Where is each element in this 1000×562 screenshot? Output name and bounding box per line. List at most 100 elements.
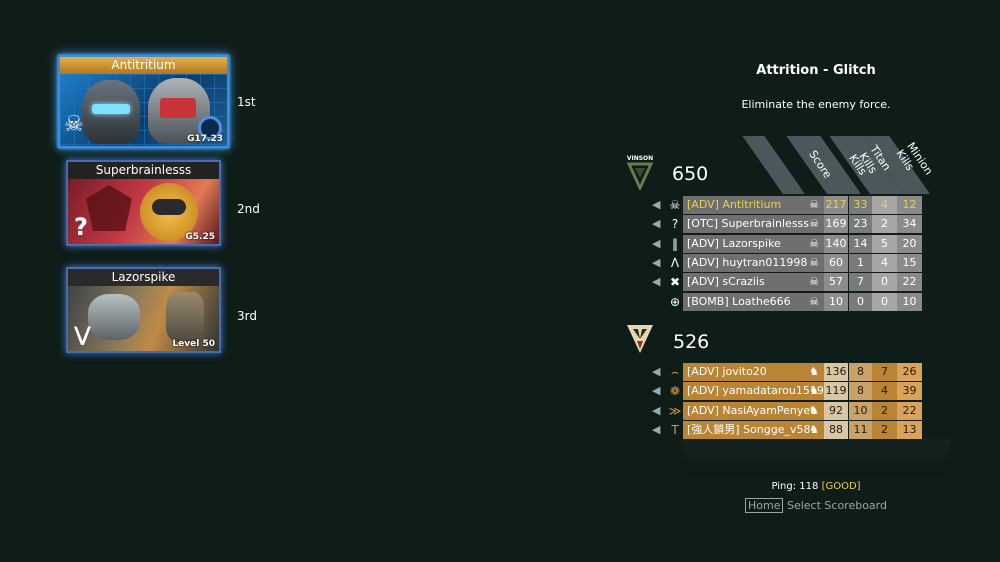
player-name: [ADV] Antitritium (683, 196, 824, 214)
podium-name-3: Lazorspike (68, 269, 219, 286)
minion-kills-cell: 22 (897, 401, 922, 420)
claw-icon: ‖ (672, 236, 678, 251)
team1-logo-text: VINSON (626, 155, 654, 162)
score-cell: 57 (824, 273, 848, 292)
team2-score: 526 (673, 331, 710, 353)
chevron-icon: Λ (670, 255, 680, 270)
demon-emblem-icon (86, 185, 132, 231)
skull-icon: ☠ (809, 217, 819, 231)
podium-name-1: Antitritium (60, 57, 227, 74)
speaker-icon: ◀ (652, 255, 661, 269)
skull-icon: ☠ (809, 255, 819, 269)
score-cell: 140 (824, 234, 848, 253)
speaker-icon (652, 295, 665, 309)
player-name: [OTC] Superbrainlesss (683, 215, 824, 234)
hammer-icon: T (671, 422, 679, 437)
podium-tag-3: Level 50 (172, 339, 215, 349)
question-icon: ? (671, 217, 679, 232)
score-cell: 60 (824, 253, 848, 272)
pilot-icon: ♞ (809, 384, 819, 398)
minion-kills-cell: 12 (897, 196, 922, 214)
match-objective: Eliminate the enemy force. (741, 98, 891, 111)
player-name: [ADV] NasiAyamPenyet (683, 401, 824, 420)
speaker-icon: ◀ (652, 217, 661, 231)
rank-2nd: 2nd (237, 202, 260, 216)
titan-kills-cell: 4 (872, 196, 897, 214)
minion-kills-cell: 26 (897, 363, 922, 381)
kills-cell: 8 (849, 363, 872, 381)
titan-kills-cell: 4 (872, 253, 897, 272)
titan-right (166, 292, 204, 342)
ping-readout: Ping: 118 [GOOD] (640, 481, 992, 492)
podium-tag-2: G5.25 (185, 232, 215, 242)
titan-kills-cell: 5 (872, 234, 897, 253)
visor-left (92, 104, 130, 114)
skull-icon: ☠ (809, 275, 819, 289)
x-wings-icon: ✖ (669, 275, 681, 290)
speaker-icon: ◀ (652, 365, 661, 378)
podium-name-2: Superbrainlesss (68, 162, 219, 179)
player-name: [ADV] jovito20 (683, 363, 824, 381)
kills-cell: 1 (849, 253, 872, 272)
player-name: [BOMB] Loathe666 (683, 292, 824, 311)
minion-kills-cell: 22 (897, 273, 922, 292)
speaker-icon: ◀ (652, 275, 661, 289)
titan-kills-cell: 2 (872, 401, 897, 420)
ping-value: 118 (799, 481, 819, 492)
score-cell: 92 (824, 401, 848, 420)
titan-kills-cell: 0 (872, 273, 897, 292)
team1-chevron-icon (626, 162, 654, 190)
pilot-icon: ♞ (809, 422, 819, 436)
cartoon-goggles (152, 199, 186, 215)
kills-cell: 11 (849, 420, 872, 439)
score-cell: 119 (824, 382, 848, 401)
player-name: [ADV] huytran011998 (683, 253, 824, 272)
minion-kills-cell: 34 (897, 215, 922, 234)
target-icon: ⊕ (669, 294, 681, 309)
skull-crossbones-icon: ☠ (64, 112, 84, 137)
player-name: [ADV] yamadatarou1519 (683, 382, 824, 401)
claw-icon: ⋁ (74, 322, 91, 346)
minion-kills-cell: 15 (897, 253, 922, 272)
kills-cell: 8 (849, 382, 872, 401)
titan-kills-cell: 7 (872, 363, 897, 381)
score-cell: 169 (824, 215, 848, 234)
kills-cell: 23 (849, 215, 872, 234)
ping-status: [GOOD] (821, 481, 861, 492)
speaker-icon: ◀ (652, 422, 661, 436)
match-title: Attrition - Glitch (756, 63, 876, 78)
kills-cell: 10 (849, 401, 872, 420)
minion-kills-cell: 10 (897, 292, 922, 311)
titan-kills-cell: 0 (872, 292, 897, 311)
podium-card-3: Lazorspike ⋁ Level 50 (66, 267, 221, 353)
rank-1st: 1st (237, 95, 256, 109)
kills-cell: 33 (849, 196, 872, 214)
generation-ring-icon (198, 116, 222, 140)
speaker-icon: ◀ (652, 236, 661, 250)
minion-kills-cell: 13 (897, 420, 922, 439)
titan-kills-cell: 4 (872, 382, 897, 401)
player-card-art-2: ? G5.25 (68, 179, 219, 244)
player-name: [強人鎖男] Songge_v58 (683, 420, 824, 439)
skull-icon: ☠ (809, 198, 819, 211)
score-cell: 88 (824, 420, 848, 439)
player-name: [ADV] sCraziis (683, 273, 824, 292)
select-scoreboard-hint[interactable]: Home Select Scoreboard (640, 498, 992, 513)
speaker-icon: ◀ (652, 384, 661, 398)
podium-card-2: Superbrainlesss ? G5.25 (66, 160, 221, 246)
player-card-art-3: ⋁ Level 50 (68, 286, 219, 351)
rank-3rd: 3rd (237, 309, 257, 323)
skull-icon: ☠ (809, 294, 819, 308)
podium-card-1: Antitritium ☠ G17.23 (58, 55, 229, 148)
empty-slot (683, 439, 950, 475)
